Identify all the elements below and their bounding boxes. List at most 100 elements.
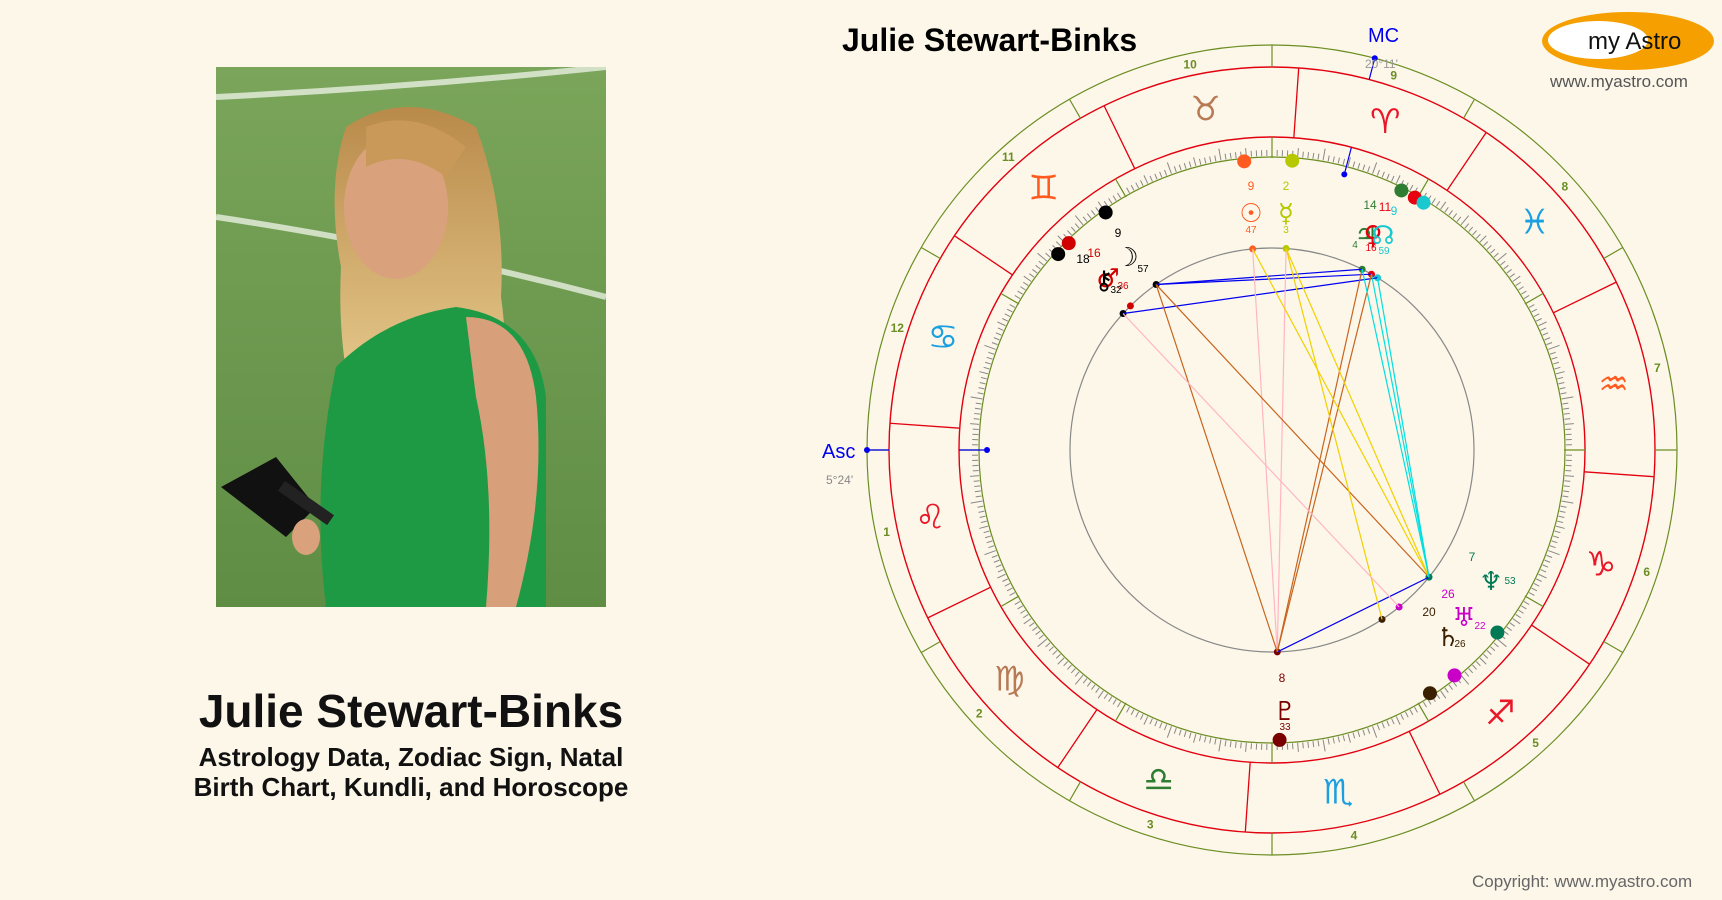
degree-tick bbox=[1515, 281, 1521, 287]
house-number: 8 bbox=[1561, 179, 1568, 193]
planet-degree: 9 bbox=[1248, 179, 1255, 193]
degree-tick bbox=[1472, 230, 1477, 236]
planet-marker-chiron[interactable] bbox=[1051, 247, 1066, 262]
house-number: 4 bbox=[1351, 828, 1358, 842]
sign-glyph-capricorn-icon: ♑ bbox=[1586, 544, 1616, 584]
degree-tick bbox=[975, 402, 982, 405]
degree-tick bbox=[1103, 201, 1109, 207]
degree-tick bbox=[1074, 215, 1084, 226]
degree-tick bbox=[977, 392, 984, 395]
aspect-line bbox=[1155, 284, 1430, 578]
uranus-glyph-icon[interactable]: ♅ bbox=[1452, 603, 1475, 633]
degree-tick bbox=[1357, 162, 1361, 169]
degree-tick bbox=[1506, 269, 1512, 274]
degree-tick bbox=[974, 485, 981, 488]
degree-tick bbox=[1166, 726, 1172, 738]
aspect-line bbox=[1361, 269, 1430, 578]
degree-tick bbox=[991, 342, 998, 346]
degree-tick bbox=[1006, 587, 1013, 592]
degree-tick bbox=[1023, 281, 1029, 287]
degree-tick bbox=[1444, 207, 1449, 213]
chiron-glyph-icon[interactable]: ⚷ bbox=[1094, 266, 1113, 296]
degree-tick bbox=[1159, 722, 1163, 729]
degree-tick bbox=[1149, 175, 1153, 182]
degree-tick bbox=[997, 321, 1006, 327]
degree-tick bbox=[997, 569, 1004, 573]
sign-glyph-libra-icon: ♎ bbox=[1143, 760, 1173, 800]
planet-marker-neptune[interactable] bbox=[1490, 625, 1505, 640]
degree-tick bbox=[1395, 716, 1401, 725]
degree-tick bbox=[993, 337, 1000, 341]
degree-tick bbox=[1317, 740, 1320, 747]
degree-tick bbox=[1391, 175, 1395, 182]
degree-tick bbox=[988, 351, 995, 355]
logo-url[interactable]: www.myastro.com bbox=[1550, 72, 1688, 91]
degree-tick bbox=[1376, 169, 1380, 176]
degree-tick bbox=[1020, 609, 1026, 614]
degree-tick bbox=[1183, 162, 1187, 169]
degree-tick bbox=[1149, 718, 1153, 725]
jupiter-glyph-icon[interactable]: ♃ bbox=[1354, 221, 1377, 251]
degree-tick bbox=[1035, 264, 1041, 270]
degree-tick bbox=[1460, 674, 1470, 685]
planet-marker-sun[interactable] bbox=[1237, 154, 1252, 169]
mc-label: MC bbox=[1368, 25, 1399, 47]
degree-tick bbox=[1559, 510, 1566, 513]
degree-tick bbox=[979, 382, 986, 385]
degree-tick bbox=[984, 361, 991, 365]
degree-tick bbox=[1521, 290, 1527, 295]
degree-tick bbox=[1554, 530, 1561, 534]
planet-marker-node[interactable] bbox=[1416, 195, 1431, 210]
degree-tick bbox=[1435, 693, 1441, 699]
sign-glyph-pisces-icon: ♓ bbox=[1519, 203, 1549, 243]
degree-tick bbox=[1376, 724, 1380, 731]
planet-marker-saturn[interactable] bbox=[1422, 686, 1437, 701]
degree-tick bbox=[988, 545, 995, 549]
planet-marker-jupiter[interactable] bbox=[1394, 183, 1409, 198]
degree-tick bbox=[1422, 701, 1427, 708]
degree-tick bbox=[1533, 583, 1540, 587]
sign-boundary bbox=[1531, 624, 1590, 665]
sun-glyph-icon[interactable]: ☉ bbox=[1239, 199, 1262, 229]
degree-tick bbox=[1386, 720, 1390, 727]
planet-marker-pluto[interactable] bbox=[1272, 732, 1287, 747]
degree-tick bbox=[1032, 269, 1038, 274]
moon-glyph-icon[interactable]: ☽ bbox=[1115, 243, 1138, 273]
pluto-glyph-icon[interactable]: ♇ bbox=[1273, 697, 1296, 727]
degree-tick bbox=[1486, 650, 1492, 655]
myastro-logo[interactable]: my Astro bbox=[1540, 10, 1716, 72]
degree-tick bbox=[1431, 198, 1436, 204]
degree-tick bbox=[1386, 173, 1390, 180]
degree-tick bbox=[1372, 726, 1378, 738]
house-cusp-inner bbox=[1114, 178, 1127, 198]
mars-glyph-icon[interactable]: ♂ bbox=[1096, 264, 1119, 294]
saturn-glyph-icon[interactable]: ♄ bbox=[1436, 623, 1459, 653]
degree-tick bbox=[1512, 275, 1521, 282]
degree-tick bbox=[1126, 187, 1130, 194]
planet-marker-uranus[interactable] bbox=[1447, 668, 1462, 683]
degree-tick bbox=[983, 366, 990, 370]
degree-tick bbox=[1555, 371, 1565, 375]
degree-tick bbox=[1352, 161, 1356, 168]
neptune-glyph-icon[interactable]: ♆ bbox=[1479, 567, 1502, 597]
venus-glyph-icon[interactable]: ♀ bbox=[1363, 221, 1382, 251]
degree-tick bbox=[1038, 260, 1044, 266]
degree-tick bbox=[1560, 392, 1567, 395]
degree-tick bbox=[1086, 213, 1092, 219]
degree-tick bbox=[991, 554, 998, 558]
degree-tick bbox=[1546, 342, 1553, 346]
degree-tick bbox=[1038, 634, 1044, 640]
planet-marker-mercury[interactable] bbox=[1285, 153, 1300, 168]
degree-tick bbox=[1557, 520, 1564, 524]
node-glyph-icon[interactable]: ☊ bbox=[1371, 221, 1394, 251]
degree-tick bbox=[974, 490, 981, 493]
degree-tick bbox=[993, 559, 1000, 563]
mercury-glyph-icon[interactable]: ☿ bbox=[1278, 199, 1294, 229]
degree-tick bbox=[1557, 376, 1564, 380]
degree-tick bbox=[1193, 157, 1197, 167]
aspect-line bbox=[1252, 248, 1278, 652]
planet-minutes: 59 bbox=[1378, 246, 1390, 257]
planet-marker-mars[interactable] bbox=[1061, 236, 1076, 251]
degree-tick bbox=[1563, 412, 1570, 415]
planet-marker-moon[interactable] bbox=[1098, 205, 1113, 220]
